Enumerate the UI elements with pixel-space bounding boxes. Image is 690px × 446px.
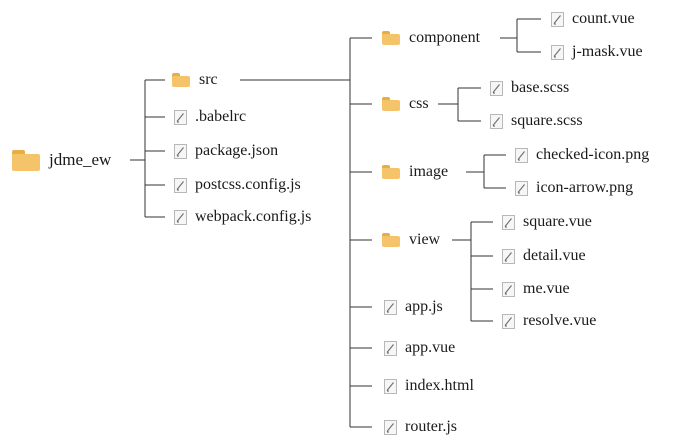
node-label: app.js [405,298,443,315]
file-icon [384,340,397,356]
file-icon [502,248,515,264]
node-label: base.scss [511,79,570,96]
file-icon [515,147,528,163]
file-icon [490,113,503,129]
file-node-index-html: index.html [384,375,474,397]
file-node-detail-vue: detail.vue [502,245,586,267]
file-icon [551,44,564,60]
node-label: .babelrc [195,108,247,125]
node-label: component [409,29,481,46]
node-label: me.vue [523,280,570,297]
node-label: square.scss [511,112,583,129]
file-icon [502,281,515,297]
node-label: css [409,95,429,112]
file-node-square-scss: square.scss [490,110,583,132]
file-node-me-vue: me.vue [502,278,570,300]
file-icon [502,313,515,329]
file-icon [551,11,564,27]
file-node-icon-arrow-png: icon-arrow.png [515,177,633,199]
file-icon [384,419,397,435]
folder-icon [382,233,400,247]
file-icon [174,209,187,225]
folder-icon [12,149,40,171]
folder-icon [382,165,400,179]
file-node-babelrc: .babelrc [174,106,246,128]
folder-icon [382,97,400,111]
folder-icon [172,73,190,87]
node-label: src [199,71,218,88]
node-label: square.vue [523,213,592,230]
folder-node-jdme-ew: jdme_ew [12,149,111,171]
file-icon [502,214,515,230]
node-label: router.js [405,418,457,435]
file-node-app-js: app.js [384,296,443,318]
file-icon [174,109,187,125]
folder-icon [382,31,400,45]
folder-node-src: src [172,69,218,91]
folder-node-component: component [382,27,480,49]
file-icon [515,180,528,196]
node-label: index.html [405,377,474,394]
file-icon [174,143,187,159]
node-label: image [409,163,449,180]
file-node-webpack-config: webpack.config.js [174,206,311,228]
node-label: webpack.config.js [195,208,312,225]
node-label: jdme_ew [49,150,112,169]
node-label: resolve.vue [523,312,597,329]
node-label: detail.vue [523,247,586,264]
file-icon [490,80,503,96]
file-node-package-json: package.json [174,140,278,162]
file-node-postcss-config: postcss.config.js [174,174,301,196]
node-label: j-mask.vue [572,43,643,60]
file-node-base-scss: base.scss [490,77,569,99]
node-label: package.json [195,142,279,159]
file-icon [384,299,397,315]
file-node-count-vue: count.vue [551,8,635,30]
file-node-j-mask-vue: j-mask.vue [551,41,643,63]
file-icon [384,378,397,394]
file-node-square-vue: square.vue [502,211,592,233]
folder-node-image: image [382,161,448,183]
node-label: postcss.config.js [195,176,301,193]
file-node-checked-icon-png: checked-icon.png [515,144,649,166]
node-label: checked-icon.png [536,146,650,163]
node-label: view [409,231,441,248]
folder-node-css: css [382,93,429,115]
file-icon [174,177,187,193]
file-node-router-js: router.js [384,416,457,438]
folder-node-view: view [382,229,440,251]
node-label: app.vue [405,339,456,356]
node-label: icon-arrow.png [536,179,634,196]
file-node-app-vue: app.vue [384,337,455,359]
file-node-resolve-vue: resolve.vue [502,310,596,332]
node-label: count.vue [572,10,635,27]
